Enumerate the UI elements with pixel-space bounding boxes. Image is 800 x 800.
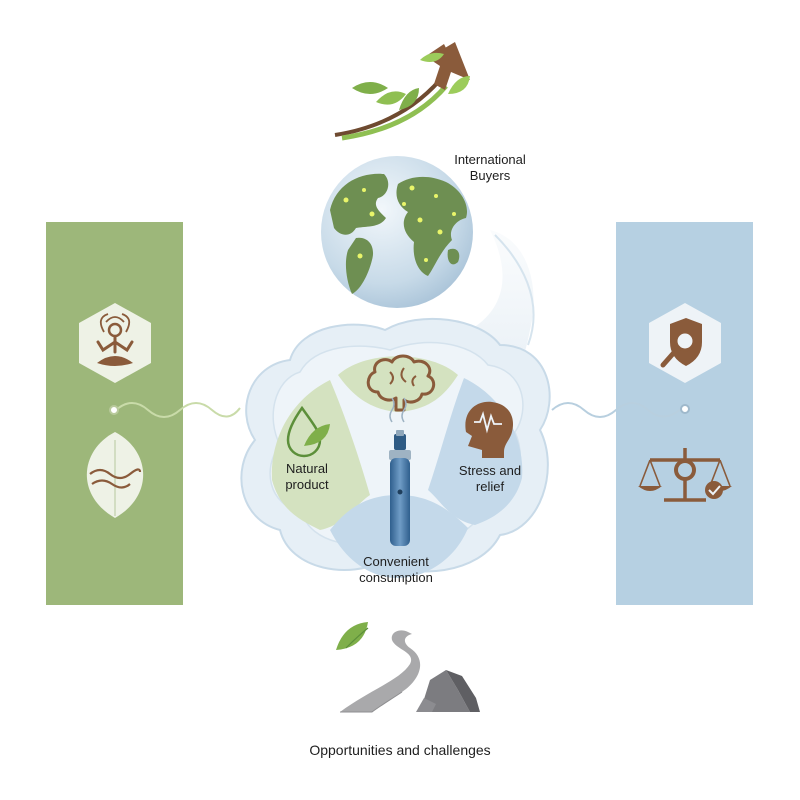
magnifier-shield-icon — [649, 303, 721, 383]
convenient-consumption-label: Convenient consumption — [326, 554, 466, 587]
convenient-consumption-line-2: consumption — [359, 570, 433, 586]
right-connector-node — [680, 404, 690, 414]
international-buyers-line-1: International — [454, 152, 526, 167]
left-connector-node — [109, 405, 119, 415]
stress-relief-label: Stress and relief — [445, 463, 535, 496]
leaf-icon — [86, 432, 144, 518]
natural-product-line-2: product — [285, 477, 329, 493]
natural-product-line-1: Natural — [286, 461, 328, 476]
droplet-leaf-icon — [286, 405, 330, 458]
balance-scale-icon — [638, 448, 732, 502]
brain-segment — [338, 356, 458, 412]
globe-icon — [321, 156, 473, 308]
natural-product-label: Natural product — [262, 461, 352, 494]
stress-relief-line-2: relief — [475, 479, 505, 495]
smoke-wisp — [494, 234, 535, 346]
international-buyers-line-2: Buyers — [469, 168, 511, 184]
opportunities-challenges-label: Opportunities and challenges — [309, 742, 491, 758]
international-buyers-label: International Buyers — [430, 152, 550, 185]
left-wave-connector — [115, 402, 241, 418]
meditation-icon — [79, 303, 151, 383]
stress-relief-line-1: Stress and — [458, 463, 522, 478]
head-brainwave-icon — [465, 401, 514, 458]
road-rocks-icon — [336, 622, 480, 713]
brain-icon — [366, 354, 436, 412]
vape-pen-icon — [389, 397, 411, 546]
right-wave-connector — [551, 402, 683, 418]
convenient-consumption-line-1: Convenient — [363, 554, 429, 569]
growth-arrow-leaves-icon — [334, 42, 470, 141]
